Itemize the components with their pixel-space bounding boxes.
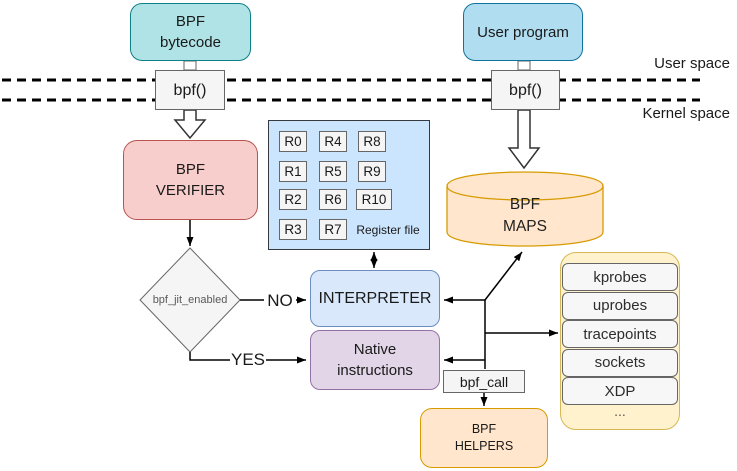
kernel-space-label: Kernel space [642, 105, 730, 122]
bpf-maps-label: BPF MAPS [503, 196, 547, 235]
bpf-bytecode-node: BPF bytecode [130, 3, 251, 61]
edge-label-yes: YES [230, 349, 266, 369]
edge-junction-to-maps [484, 251, 523, 301]
register-cell: R3 [279, 219, 307, 240]
bpf-helpers-node: BPF HELPERS [420, 408, 548, 468]
register-cell: R2 [279, 189, 307, 210]
block-arrow-bpf-to-maps-icon [507, 109, 541, 170]
bpf-verifier-node: BPF VERIFIER [123, 140, 258, 220]
userprogram-bpf-connector [517, 60, 531, 71]
user-space-label: User space [654, 55, 730, 72]
hook-item-xdp: XDP [562, 377, 678, 405]
bpf-maps-cylinder-lid [446, 185, 604, 201]
native-instructions-node: Native instructions [310, 330, 440, 390]
register-cell: R5 [319, 161, 347, 182]
bpf-syscall-node-right: bpf() [491, 70, 560, 110]
bpf-syscall-node-left: bpf() [155, 70, 225, 110]
register-cell: R6 [319, 189, 347, 210]
register-file-caption: Register file [356, 223, 420, 237]
hook-item-uprobes: uprobes [562, 291, 678, 320]
bpf-jit-enabled-decision-label: bpf_jit_enabled [152, 294, 228, 306]
interpreter-node: INTERPRETER [310, 270, 440, 327]
bytecode-bpf-connector [183, 60, 197, 71]
hook-item-kprobes: kprobes [562, 263, 678, 291]
edge-label-no: NO [264, 291, 296, 310]
register-cell: R4 [319, 131, 347, 152]
register-cell: R9 [358, 161, 386, 182]
register-file-container: R0 R1 R2 R3 R4 R5 R6 R7 R8 R9 R10 Regist… [268, 120, 430, 250]
bpf-call-node: bpf_call [443, 370, 525, 393]
register-cell: R0 [279, 131, 307, 152]
hook-more-ellipsis: ... [614, 403, 626, 419]
edge-decision-yes-to-native [189, 352, 306, 364]
register-cell: R7 [319, 219, 347, 240]
block-arrow-bpf-to-verifier-icon [173, 109, 207, 140]
user-program-node: User program [463, 3, 583, 61]
hook-item-sockets: sockets [562, 348, 678, 377]
register-cell: R8 [358, 131, 386, 152]
register-cell: R1 [279, 161, 307, 182]
bpf-maps-cylinder [446, 171, 604, 247]
hook-points-container: kprobes uprobes tracepoints sockets XDP … [560, 252, 680, 430]
register-cell: R10 [356, 189, 392, 210]
hook-item-tracepoints: tracepoints [562, 320, 678, 348]
